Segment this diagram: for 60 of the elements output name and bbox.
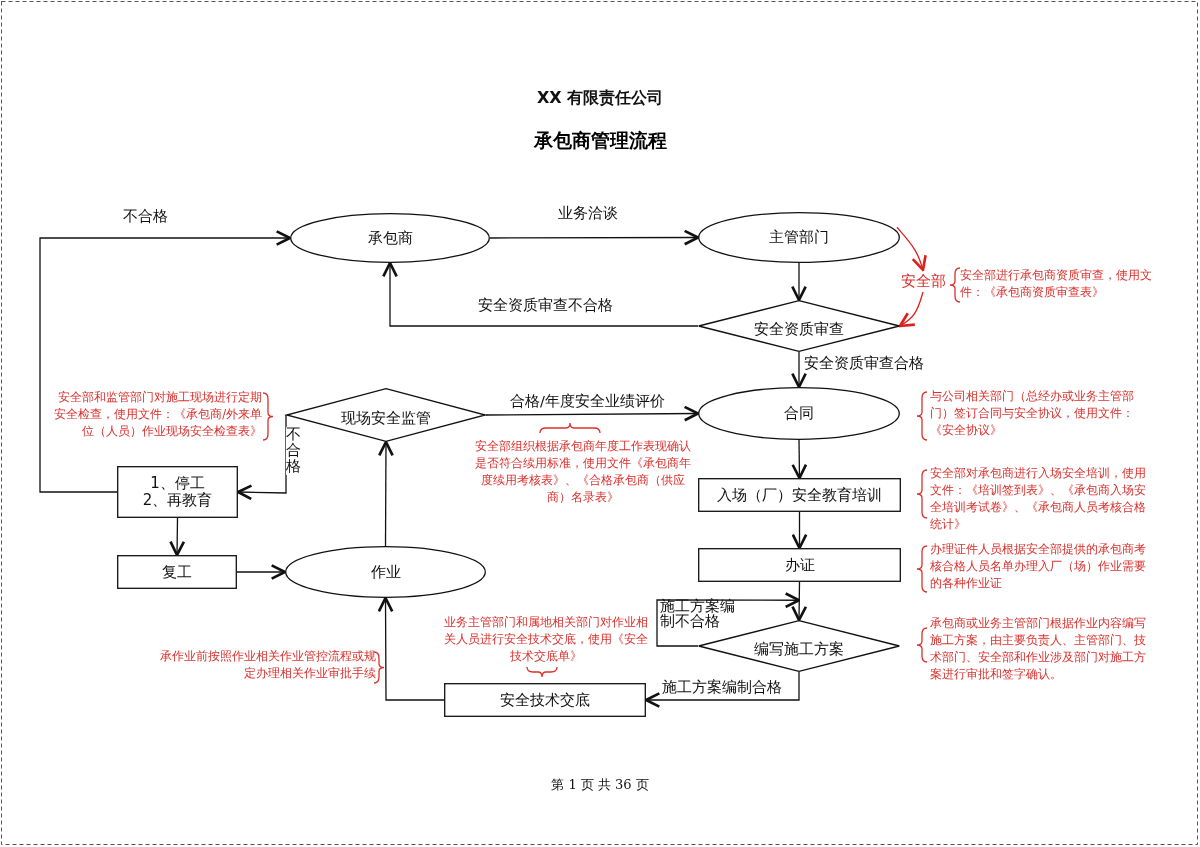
arrow <box>489 229 700 246</box>
arrow <box>791 262 807 302</box>
annotation-text: 承包商或业务主管部门根据作业内容编写施工方案，由主要负责人、主管部门、技术部门、安全部和作业涉及部门对施工方案进行审批和签字确认。 <box>930 615 1147 683</box>
annotation-text: 安全部对承包商进行入场安全培训，使用文件：《培训签到表》、《承包商入场安全培训考试卷》、《承包商人员考核合格统计》 <box>930 465 1147 533</box>
node-text: 主管部门 <box>768 229 830 246</box>
arrow <box>39 230 292 493</box>
edge-label: 安全资质审查不合格 <box>478 297 613 314</box>
edge-label: 不合格 <box>286 427 301 475</box>
arrow <box>791 439 808 480</box>
arrow <box>791 351 807 389</box>
decision-diamond <box>698 300 900 352</box>
process-box <box>117 466 238 518</box>
curved-arrow <box>898 291 924 328</box>
node-text: 复工 <box>161 563 193 581</box>
edge-label: 业务洽谈 <box>558 205 618 222</box>
edge-label: 施工方案编制合格 <box>662 679 782 696</box>
node-text: 现场安全监管 <box>340 410 432 426</box>
process-box <box>117 555 237 589</box>
annotation-text: 安全部和监管部门对施工现场进行定期安全检查，使用文件：《承包商/外来单位（人员）作业现场安全检查表》 <box>53 389 262 440</box>
node-text: 合同 <box>783 405 815 422</box>
annotation-text: 安全部进行承包商资质审查，使用文件：《承包商资质审查表》 <box>960 267 1153 301</box>
arrow <box>791 511 808 550</box>
node-text: 安全技术交底 <box>499 691 591 709</box>
decision-diamond <box>286 388 486 442</box>
process-box <box>698 548 901 582</box>
process-box <box>444 683 646 717</box>
node-text: 编写施工方案 <box>753 641 845 657</box>
arrow <box>377 596 445 701</box>
annotation-text: 业务主管部门和属地相关部门对作业相关人员进行安全技术交底，使用《安全技术交底单》 <box>443 614 649 665</box>
annotation-text: 办理证件人员根据安全部提供的承包商考核合格人员名单办理入厂（场）作业需要的各种作业证 <box>930 541 1147 592</box>
node-text: 入场（厂）安全教育培训 <box>716 486 883 504</box>
edge-label: 施工方案编制不合格 <box>660 599 736 629</box>
node-text: 安全资质审查 <box>753 321 845 337</box>
edge-label: 安全资质审查合格 <box>804 355 924 372</box>
arrow <box>382 261 699 327</box>
arrow <box>169 517 186 557</box>
department-label: 安全部 <box>897 270 949 292</box>
process-oval <box>698 212 900 263</box>
process-oval <box>285 546 486 598</box>
arrow <box>656 592 801 647</box>
process-oval <box>290 213 490 263</box>
arrow <box>791 581 808 622</box>
arrow <box>485 405 700 422</box>
annotation-text: 与公司相关部门（总经办或业务主管部门）签订合同与安全协议，使用文件：《安全协议》 <box>930 388 1135 439</box>
annotation-text: 承作业前按照作业相关作业管控流程或规定办理相关作业审批手续 <box>159 648 376 682</box>
process-oval <box>698 387 900 440</box>
company-name: XX 有限责任公司 <box>535 88 665 109</box>
node-text: 1、停工 2、再教育 <box>141 475 214 509</box>
annotation-text: 安全部组织根据承包商年度工作表现确认是否符合续用标准，使用文件《承包商年度续用考核表》、《合格承包商（供应商）名录表》 <box>474 438 692 506</box>
page-footer: 第 1 页 共 36 页 <box>450 776 750 794</box>
edge-label: 不合格 <box>123 208 168 225</box>
node-text: 办证 <box>783 556 816 574</box>
diagram-title: 承包商管理流程 <box>532 128 668 153</box>
curved-arrow <box>896 226 927 272</box>
arrow <box>236 564 287 580</box>
node-text: 承包商 <box>366 229 414 247</box>
arrow <box>377 440 394 547</box>
process-box <box>698 478 901 512</box>
edge-label: 合格/年度安全业绩评价 <box>510 393 665 410</box>
node-text: 作业 <box>369 563 402 581</box>
